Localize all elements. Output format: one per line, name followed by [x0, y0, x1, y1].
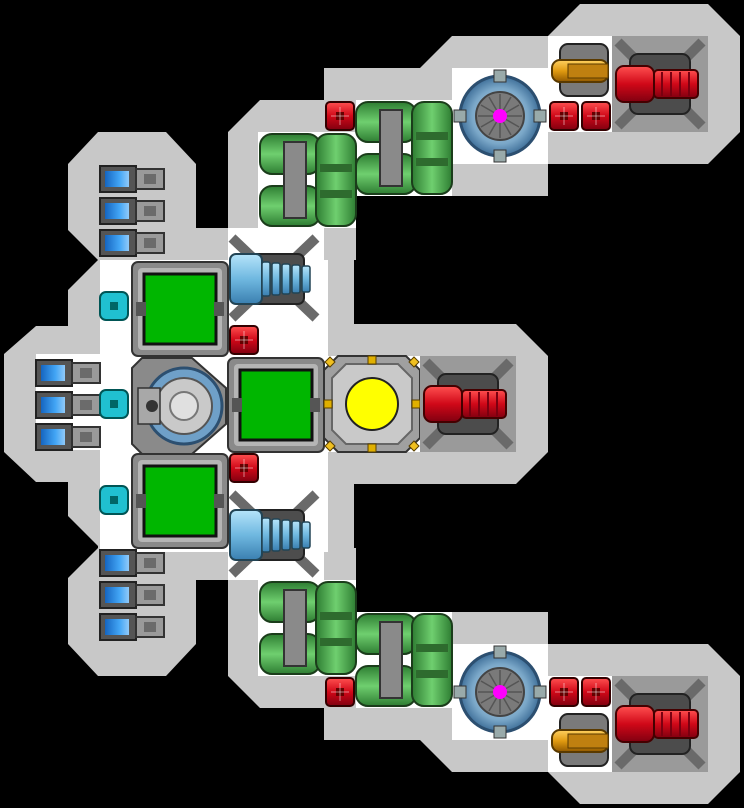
red-box-top-b — [581, 101, 611, 131]
beam-cannon-upper[interactable] — [228, 234, 320, 322]
cyan-node-bottom — [99, 485, 129, 515]
laser-turret-center[interactable] — [420, 356, 516, 452]
red-box-bottom-b — [581, 677, 611, 707]
reactor-top[interactable] — [131, 261, 229, 357]
railgun-bottom[interactable] — [551, 713, 609, 767]
thruster-center-1 — [35, 391, 101, 419]
cyan-node-top — [99, 291, 129, 321]
laser-turret-top[interactable] — [612, 36, 708, 132]
red-box-bottom-a — [549, 677, 579, 707]
reactor-bottom[interactable] — [131, 453, 229, 549]
thruster-lower-0 — [99, 549, 165, 577]
tank-pair-bottom-b — [355, 613, 453, 707]
red-box-center-bottom — [229, 453, 259, 483]
command-pod[interactable] — [131, 357, 227, 455]
thruster-upper-0 — [99, 165, 165, 193]
shield-generator-bottom[interactable] — [453, 645, 547, 739]
power-core[interactable] — [323, 355, 421, 453]
red-box-top-a — [549, 101, 579, 131]
tank-pair-top-b — [355, 101, 453, 195]
thruster-lower-2 — [99, 613, 165, 641]
beam-cannon-lower[interactable] — [228, 490, 320, 578]
tank-pair-top-a — [259, 133, 357, 227]
red-box-center-top — [229, 325, 259, 355]
reactor-middle[interactable] — [227, 357, 325, 453]
thruster-upper-2 — [99, 229, 165, 257]
railgun-top[interactable] — [551, 43, 609, 97]
thruster-lower-1 — [99, 581, 165, 609]
red-box-top-arm — [325, 101, 355, 131]
thruster-center-2 — [35, 423, 101, 451]
thruster-center-0 — [35, 359, 101, 387]
laser-turret-bottom[interactable] — [612, 676, 708, 772]
thruster-upper-1 — [99, 197, 165, 225]
cyan-node-middle — [99, 389, 129, 419]
red-box-bottom-arm — [325, 677, 355, 707]
shield-generator-top[interactable] — [453, 69, 547, 163]
